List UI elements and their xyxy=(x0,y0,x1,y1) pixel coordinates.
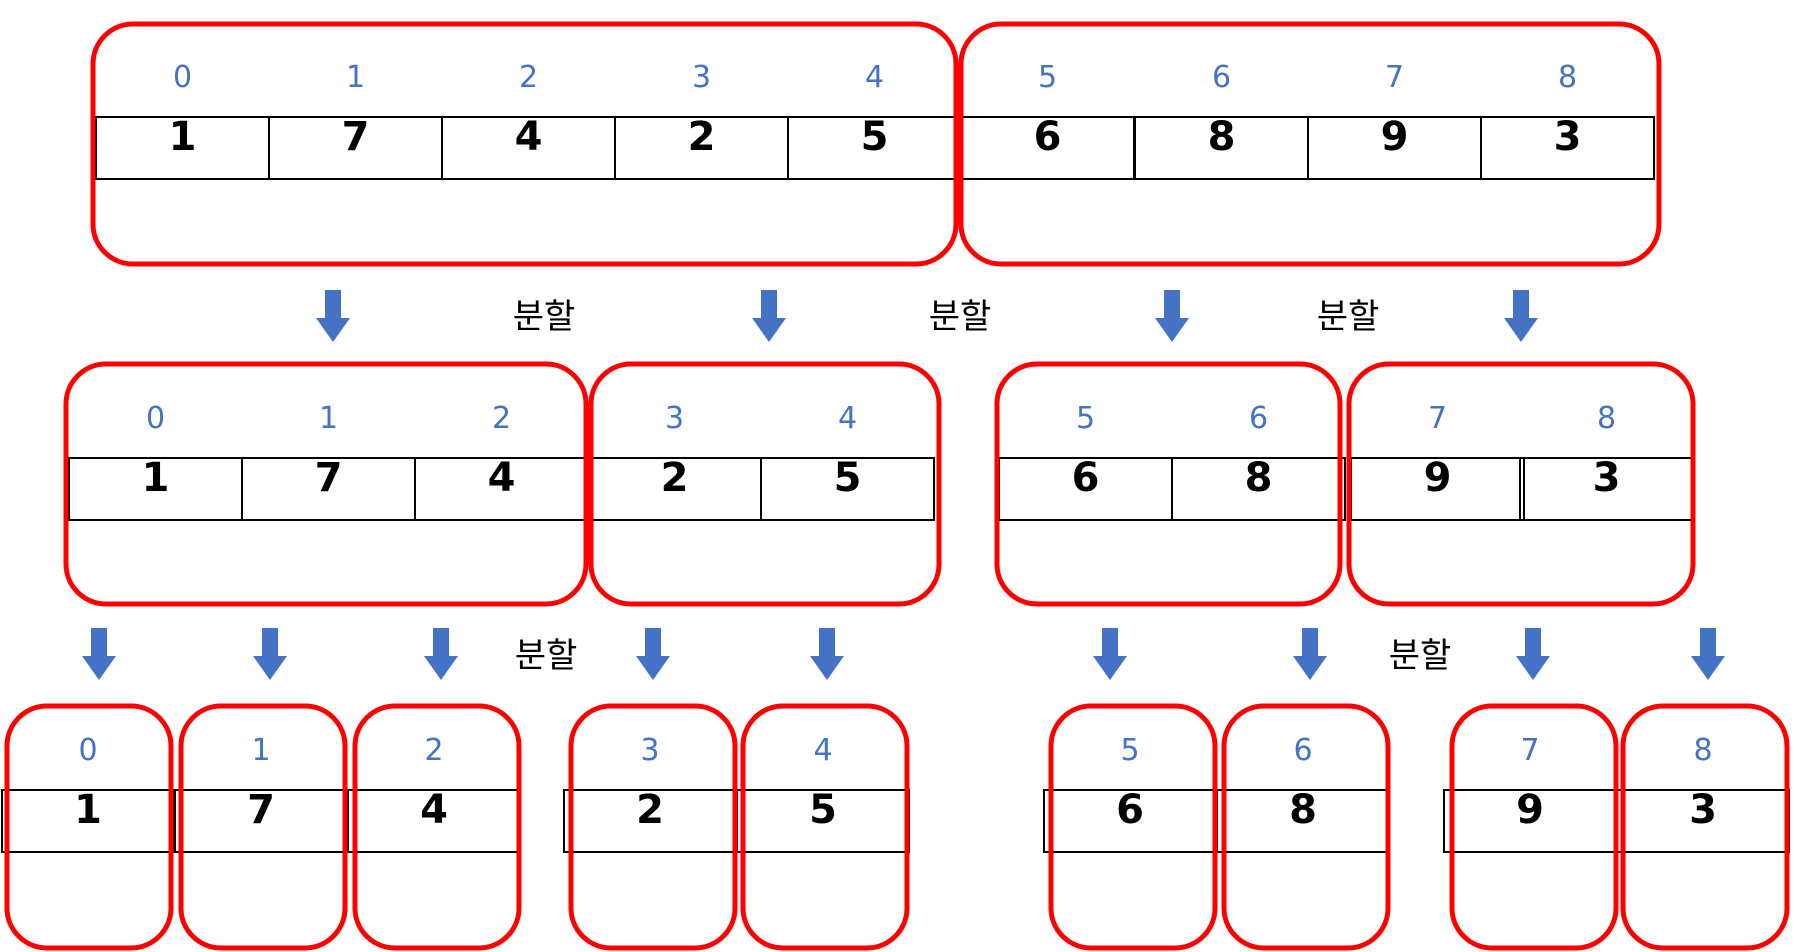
cell-index: 3 xyxy=(665,401,684,436)
arrow-down-icon xyxy=(636,628,670,680)
partition-group xyxy=(63,361,589,607)
cell-index: 0 xyxy=(146,401,165,436)
cell-value: 3 xyxy=(1689,787,1717,833)
label-layer: 분할 분할 분할 분할 분할 xyxy=(513,297,1452,676)
cell-index: 4 xyxy=(865,60,884,95)
partition-group xyxy=(352,703,522,951)
cell-value: 5 xyxy=(809,787,837,833)
cell-value: 4 xyxy=(515,114,543,160)
arrow-layer xyxy=(82,290,1725,680)
cell-value: 1 xyxy=(142,455,170,501)
cell-index: 7 xyxy=(1520,733,1539,768)
partition-group xyxy=(588,361,942,607)
cell-value: 7 xyxy=(315,455,343,501)
cell-index: 0 xyxy=(173,60,192,95)
cell-value: 9 xyxy=(1381,114,1409,160)
partition-group xyxy=(4,703,174,951)
cell-value: 5 xyxy=(834,455,862,501)
cell-value: 1 xyxy=(74,787,102,833)
partition-group xyxy=(994,361,1343,607)
cell-value: 6 xyxy=(1034,114,1062,160)
array-cell xyxy=(1171,457,1346,521)
cell-index: 3 xyxy=(640,733,659,768)
group-layer xyxy=(4,21,1790,951)
split-label: 분할 xyxy=(513,297,576,337)
cell-index: 5 xyxy=(1076,401,1095,436)
cell-index: 2 xyxy=(519,60,538,95)
arrow-down-icon xyxy=(810,628,844,680)
arrow-down-icon xyxy=(424,628,458,680)
split-label: 분할 xyxy=(1317,297,1380,337)
arrow-down-icon xyxy=(1516,628,1550,680)
split-label: 분할 xyxy=(515,636,578,676)
partition-group xyxy=(1221,703,1391,951)
arrow-down-icon xyxy=(1691,628,1725,680)
cell-value: 4 xyxy=(488,455,516,501)
cell-index: 4 xyxy=(838,401,857,436)
cell-value: 8 xyxy=(1208,114,1236,160)
cell-value: 1 xyxy=(169,114,197,160)
split-label: 분할 xyxy=(1389,636,1452,676)
cell-index: 4 xyxy=(813,733,832,768)
arrow-down-icon xyxy=(82,628,116,680)
cell-index: 0 xyxy=(78,733,97,768)
arrow-down-icon xyxy=(253,628,287,680)
cell-index: 1 xyxy=(251,733,270,768)
arrow-down-icon xyxy=(1504,290,1538,342)
cell-value: 8 xyxy=(1289,787,1317,833)
cell-value: 2 xyxy=(688,114,716,160)
partition-group xyxy=(958,21,1662,267)
partition-group xyxy=(1048,703,1218,951)
arrow-down-icon xyxy=(752,290,786,342)
cell-value: 2 xyxy=(636,787,664,833)
cell-layer: 0 1 1 7 2 4 3 2 4 5 5 6 6 8 7 9 8 3 0 1 1 7 2 4 3 2 4 5 5 6 6 8 7 9 8 3 0 1 1 7… xyxy=(1,60,1790,853)
cell-index: 8 xyxy=(1558,60,1577,95)
partition-group xyxy=(568,703,738,951)
cell-index: 6 xyxy=(1212,60,1231,95)
cell-value: 4 xyxy=(420,787,448,833)
cell-value: 2 xyxy=(661,455,689,501)
cell-index: 6 xyxy=(1249,401,1268,436)
cell-index: 5 xyxy=(1038,60,1057,95)
cell-value: 3 xyxy=(1593,455,1621,501)
arrow-down-icon xyxy=(1293,628,1327,680)
partition-group xyxy=(1346,361,1696,607)
cell-index: 5 xyxy=(1120,733,1139,768)
partition-group xyxy=(178,703,348,951)
arrow-down-icon xyxy=(1155,290,1189,342)
cell-value: 9 xyxy=(1516,787,1544,833)
cell-value: 6 xyxy=(1072,455,1100,501)
cell-index: 2 xyxy=(424,733,443,768)
cell-index: 3 xyxy=(692,60,711,95)
cell-index: 8 xyxy=(1693,733,1712,768)
cell-index: 8 xyxy=(1597,401,1616,436)
partition-group xyxy=(1620,703,1790,951)
array-cell xyxy=(760,457,935,521)
partition-group xyxy=(1449,703,1619,951)
arrow-down-icon xyxy=(316,290,350,342)
cell-index: 1 xyxy=(319,401,338,436)
arrow-down-icon xyxy=(1093,628,1127,680)
cell-index: 7 xyxy=(1385,60,1404,95)
partition-group xyxy=(740,703,910,951)
cell-index: 2 xyxy=(492,401,511,436)
split-label: 분할 xyxy=(929,297,992,337)
cell-index: 6 xyxy=(1293,733,1312,768)
cell-value: 7 xyxy=(247,787,275,833)
cell-value: 8 xyxy=(1245,455,1273,501)
cell-value: 7 xyxy=(342,114,370,160)
cell-value: 9 xyxy=(1424,455,1452,501)
cell-index: 7 xyxy=(1428,401,1447,436)
cell-index: 1 xyxy=(346,60,365,95)
cell-value: 6 xyxy=(1116,787,1144,833)
partition-group xyxy=(90,21,959,267)
cell-value: 3 xyxy=(1554,114,1582,160)
cell-value: 5 xyxy=(861,114,889,160)
array-cell xyxy=(1480,116,1655,180)
